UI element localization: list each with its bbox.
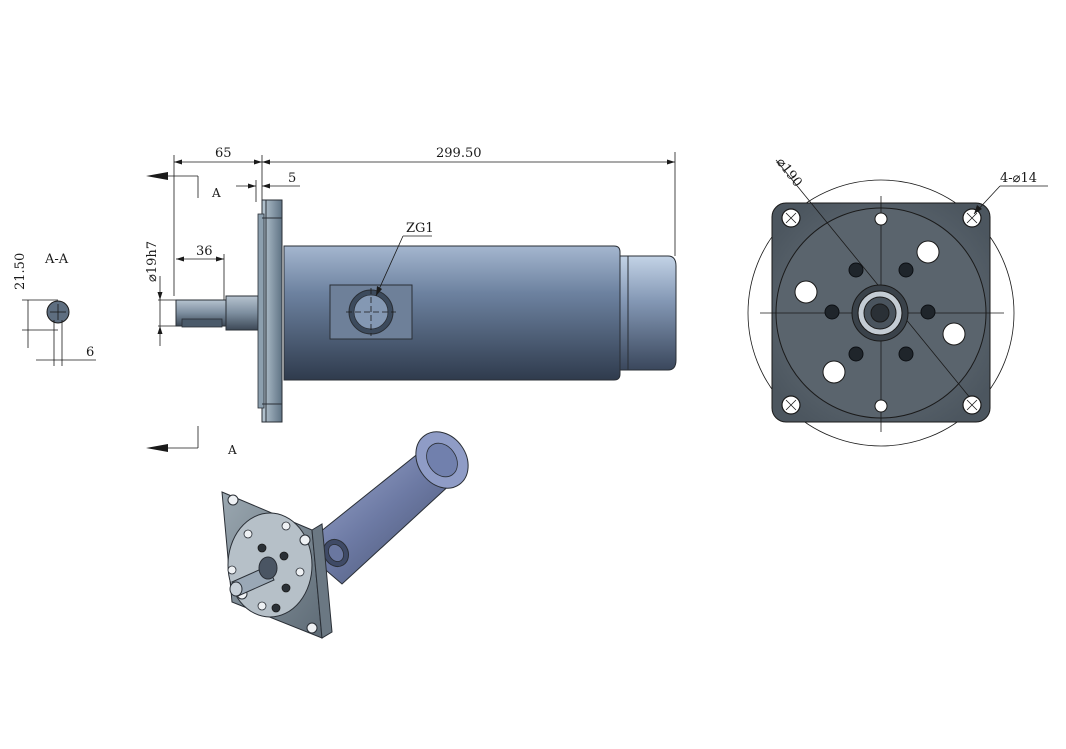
- face-holes: [794, 212, 966, 413]
- threaded-holes: [824, 262, 936, 362]
- mounting-flange: [261, 199, 283, 423]
- end-view: ⌀190 4-⌀14: [747, 155, 1048, 447]
- central-hub: [851, 284, 909, 342]
- key-length-dimension: 36: [196, 244, 213, 259]
- shaft-diameter-dimension: ⌀19h7: [145, 241, 160, 282]
- end-cap: [619, 255, 677, 371]
- shaft-key: [181, 318, 223, 328]
- section-label: A-A: [44, 252, 69, 267]
- bolt-circle-dimension: ⌀190: [773, 155, 805, 190]
- bolt-circle-outline: [747, 179, 1015, 447]
- pump-body: [283, 245, 621, 381]
- port-label: ZG1: [406, 221, 434, 236]
- section-view-a-a: A-A 21.50 6: [13, 252, 96, 366]
- body-length-dimension: 299.50: [436, 146, 482, 161]
- corner-bolt-holes: [781, 208, 982, 415]
- shaft-length-dimension: 65: [215, 146, 232, 161]
- front-view: 65 299.50 5 A A ⌀19h7 36: [145, 146, 677, 457]
- bolt-holes-dimension: 4-⌀14: [1000, 171, 1037, 186]
- key-width-dimension: 6: [86, 345, 94, 360]
- section-marker-top: A: [211, 186, 221, 200]
- section-marker-bottom: A: [227, 443, 237, 457]
- shaft-collar: [225, 295, 259, 331]
- isometric-view: [221, 431, 469, 639]
- flange-thickness-dimension: 5: [288, 171, 296, 186]
- key-height-dimension: 21.50: [13, 253, 28, 290]
